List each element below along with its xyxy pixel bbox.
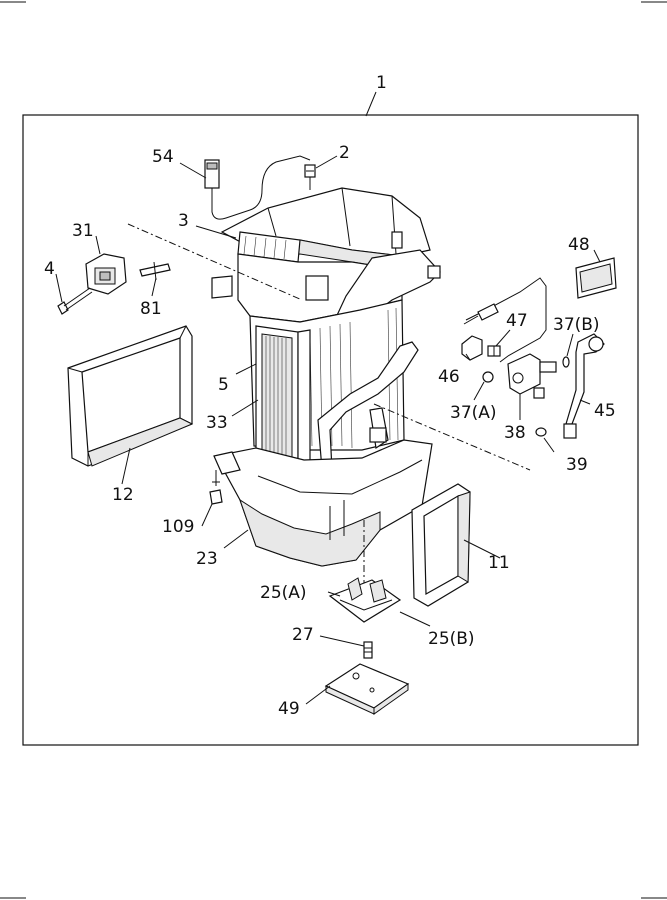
part-thermo-sensor	[463, 303, 499, 325]
part-54-connector	[204, 155, 311, 220]
callout-38: 38	[504, 423, 526, 443]
callout-109: 109	[162, 517, 194, 537]
part-12-seal-frame	[67, 325, 194, 467]
part-47-bolt	[487, 345, 501, 357]
callout-33: 33	[206, 413, 228, 433]
callout-12: 12	[112, 485, 134, 505]
dash-line-31	[127, 223, 303, 301]
callout-23: 23	[196, 549, 218, 569]
part-49-pad	[324, 663, 410, 715]
callout-27: 27	[292, 625, 314, 645]
callout-25a: 25(A)	[260, 583, 307, 603]
callout-11: 11	[488, 553, 510, 573]
leader-lines	[55, 91, 601, 705]
callout-25b: 25(B)	[428, 629, 475, 649]
callout-46: 46	[438, 367, 460, 387]
part-37a-o-ring	[482, 371, 494, 383]
part-4-screw	[57, 287, 93, 315]
part-pipes	[317, 341, 419, 471]
callout-39: 39	[566, 455, 588, 475]
callout-3: 3	[178, 211, 189, 231]
callout-labels: 1 2 54 3 31 4 81 5 33 12 109 23 11 25(A)…	[44, 73, 616, 719]
part-27-screw	[363, 641, 373, 659]
part-11-seal-frame	[411, 483, 471, 607]
callout-37a: 37(A)	[450, 403, 497, 423]
callout-45: 45	[594, 401, 616, 421]
diagram-frame	[22, 114, 639, 746]
callout-49: 49	[278, 699, 300, 719]
callout-81: 81	[140, 299, 162, 319]
part-23-lower-case	[213, 439, 433, 567]
part-37b-o-ring	[562, 356, 570, 368]
callout-37b: 37(B)	[553, 315, 600, 335]
part-25-bracket	[328, 577, 402, 623]
part-39-o-ring	[535, 427, 547, 437]
callout-48: 48	[568, 235, 590, 255]
callout-5: 5	[218, 375, 229, 395]
callout-2: 2	[339, 143, 350, 163]
part-109-screw	[209, 470, 223, 505]
dash-line-38	[373, 403, 531, 471]
callout-47: 47	[506, 311, 528, 331]
callout-31: 31	[72, 221, 94, 241]
part-31-resistor	[85, 253, 127, 295]
part-2-sensor	[304, 164, 316, 190]
part-3-unit-housing	[211, 187, 441, 451]
part-38-expansion-valve	[507, 353, 557, 399]
part-81-clip	[139, 261, 171, 281]
sensor-wire	[465, 277, 547, 363]
callout-1: 1	[376, 73, 387, 93]
part-33-heater-core	[255, 325, 311, 487]
part-46-bracket	[461, 335, 483, 361]
callout-54: 54	[152, 147, 174, 167]
part-45-pipe	[563, 333, 605, 439]
part-48-card	[575, 257, 617, 299]
callout-4: 4	[44, 259, 55, 279]
